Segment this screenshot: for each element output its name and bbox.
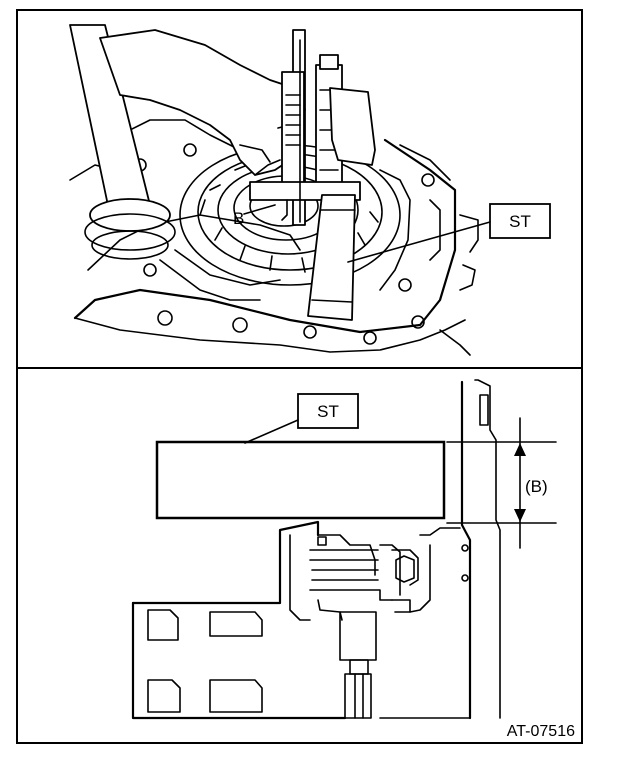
depth-gauge: [249, 29, 361, 226]
svg-text:ST: ST: [317, 402, 339, 421]
clutch-drum: [179, 144, 401, 286]
svg-text:ST: ST: [509, 212, 531, 231]
transmission-case: [69, 119, 479, 356]
dimension-b: (B): [446, 417, 557, 549]
special-tool-section: [155, 440, 446, 520]
st-label-bottom: ST: [244, 393, 359, 444]
bottom-panel: ST (B): [16, 367, 583, 744]
clutch-pack-section: [309, 527, 461, 719]
st-label-top: ST: [347, 203, 551, 263]
special-tool: [307, 87, 376, 321]
case-section: [131, 520, 471, 720]
shaft: [69, 24, 176, 260]
dimension-label: (B): [525, 477, 548, 496]
top-panel: B ST: [16, 9, 583, 369]
housing-wall: [460, 379, 501, 720]
label-b: B: [233, 209, 244, 228]
figure-code: AT-07516: [507, 723, 575, 740]
